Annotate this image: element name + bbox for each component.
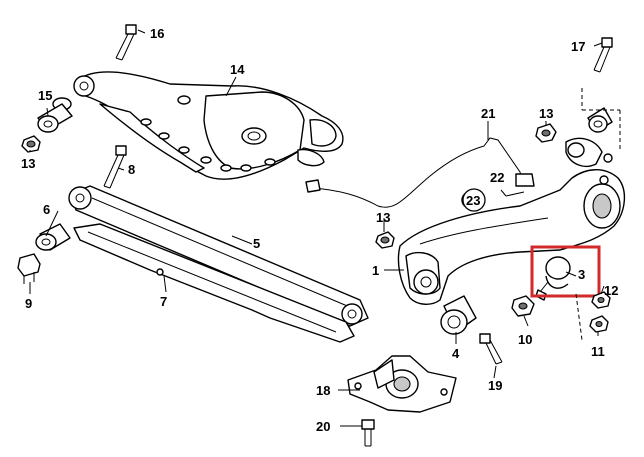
callout-14: 14 [230, 62, 245, 77]
bolt-8 [103, 145, 127, 189]
bushing-15 [37, 97, 73, 133]
highlight-box [530, 245, 601, 298]
callout-8: 8 [128, 162, 135, 177]
shield-plate-7 [73, 223, 355, 343]
callout-12: 12 [604, 283, 618, 298]
ball-joint-3 [535, 256, 571, 301]
callout-23: 23 [466, 193, 480, 208]
mount-9 [17, 253, 41, 284]
bolt-16 [115, 24, 137, 61]
callout-13-upper-right: 13 [539, 106, 553, 121]
bracket-18 [347, 355, 457, 413]
callout-5: 5 [253, 236, 260, 251]
callout-11: 11 [591, 344, 605, 359]
nut-12 [591, 291, 611, 309]
callout-13-left: 13 [21, 156, 35, 171]
callout-9: 9 [25, 296, 32, 311]
trailing-arm-1 [397, 137, 625, 305]
callout-circle-23 [462, 188, 486, 212]
callout-1: 1 [372, 263, 379, 278]
nut-13a [21, 135, 41, 153]
callout-13-middle: 13 [376, 210, 390, 225]
callout-7: 7 [160, 294, 167, 309]
bolt-19 [479, 333, 503, 365]
callout-17: 17 [571, 39, 585, 54]
callout-19: 19 [488, 378, 502, 393]
bushing-4 [440, 295, 477, 335]
bushing-6 [35, 223, 71, 251]
callout-18: 18 [316, 383, 330, 398]
callout-6: 6 [43, 202, 50, 217]
callout-10: 10 [518, 332, 532, 347]
nut-13c [535, 123, 557, 143]
callout-21: 21 [481, 106, 495, 121]
sensor-wire-21 [305, 137, 525, 208]
nut-10 [511, 295, 535, 317]
control-arm-14 [73, 71, 344, 180]
link-5 [68, 185, 369, 327]
callout-22: 22 [490, 170, 504, 185]
nut-13b [375, 231, 395, 249]
callout-16: 16 [150, 26, 164, 41]
callout-3: 3 [578, 267, 585, 282]
callout-4: 4 [452, 346, 460, 361]
bolt-20 [361, 419, 375, 447]
callout-15: 15 [38, 88, 52, 103]
nut-11 [589, 315, 609, 333]
bolt-17 [593, 37, 613, 73]
callout-20: 20 [316, 419, 330, 434]
sensor-22 [505, 173, 535, 197]
bushing-upper-right [587, 107, 613, 133]
